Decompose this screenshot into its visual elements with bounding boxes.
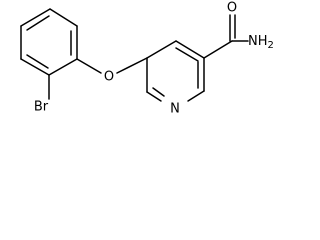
aromatic-double-bond [175, 47, 199, 62]
bromine-label: Br [34, 100, 49, 115]
pyridine-ring [146, 40, 205, 102]
bond [146, 40, 177, 59]
bond [20, 8, 51, 27]
pyridine-nitrogen-label: N [170, 102, 180, 117]
aromatic-double-bond [26, 54, 49, 69]
bromophenyl-ring [20, 8, 78, 76]
bond [49, 8, 78, 27]
carbonyl-oxygen-label: O [227, 1, 237, 16]
bond-c-o-ether [76, 58, 102, 74]
bond-c-c-amide [203, 40, 233, 59]
ether-oxygen-label: O [104, 70, 114, 85]
bond [146, 91, 162, 102]
bond [48, 58, 78, 76]
bond [187, 90, 205, 102]
bond [20, 58, 50, 76]
bond-o-c-pyridine [116, 57, 148, 74]
bond [175, 40, 205, 59]
molecule-structure: Br O N O NH2 [20, 1, 274, 117]
aromatic-double-bond [26, 15, 50, 31]
aromatic-double-bond [152, 87, 165, 97]
amide-nitrogen-label: NH2 [248, 34, 274, 52]
